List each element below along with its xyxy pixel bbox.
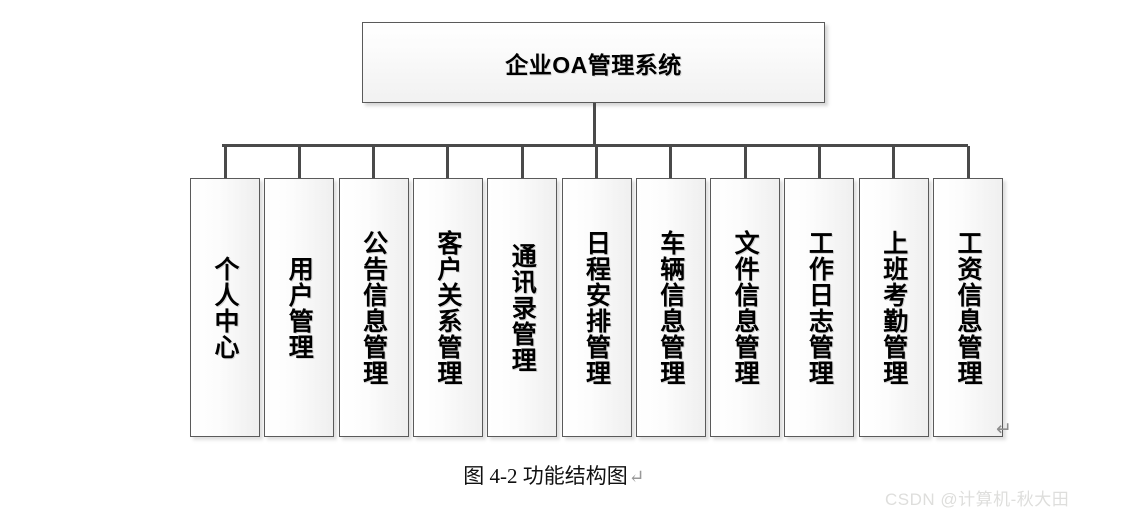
child-node-7[interactable]: 车辆信息管理 — [635, 178, 706, 437]
connector-drop-11 — [966, 146, 970, 179]
child-node-4[interactable]: 客户关系管理 — [412, 178, 483, 437]
child-node-label: 上班考勤管理 — [879, 229, 908, 386]
child-node-8[interactable]: 文件信息管理 — [710, 178, 781, 437]
connector-drop-7 — [669, 146, 673, 179]
child-node-label: 个人中心 — [211, 255, 239, 360]
paragraph-return-icon: ↵ — [628, 467, 645, 488]
connector-drop-6 — [595, 146, 598, 179]
figure-caption-text: 图 4-2 功能结构图 — [463, 464, 628, 488]
child-node-label: 通讯录管理 — [508, 242, 537, 373]
child-node-11[interactable]: 工资信息管理 — [933, 178, 1003, 437]
child-node-label: 用户管理 — [285, 255, 314, 360]
root-node-label: 企业OA管理系统 — [505, 51, 682, 78]
child-node-9[interactable]: 工作日志管理 — [784, 178, 855, 437]
csdn-watermark: CSDN @计算机-秋大田 — [885, 490, 1070, 509]
figure-caption: 图 4-2 功能结构图↵ — [0, 460, 1108, 490]
connector-drop-1 — [223, 146, 227, 179]
child-node-label: 公告信息管理 — [359, 229, 388, 386]
child-node-label: 工作日志管理 — [805, 229, 834, 386]
child-node-1[interactable]: 个人中心 — [190, 178, 260, 437]
child-node-6[interactable]: 日程安排管理 — [561, 178, 632, 437]
connector-drop-10 — [892, 146, 896, 179]
connector-root-stem — [593, 103, 596, 146]
child-node-label: 车辆信息管理 — [656, 229, 685, 386]
child-node-label: 工资信息管理 — [954, 229, 982, 386]
connector-drop-3 — [372, 146, 376, 179]
child-node-10[interactable]: 上班考勤管理 — [858, 178, 929, 437]
child-node-label: 日程安排管理 — [582, 229, 611, 386]
child-node-label: 客户关系管理 — [433, 229, 462, 386]
child-node-5[interactable]: 通讯录管理 — [487, 178, 558, 437]
connector-drop-5 — [520, 146, 524, 179]
child-node-2[interactable]: 用户管理 — [264, 178, 335, 437]
connector-drop-4 — [446, 146, 450, 179]
root-node[interactable]: 企业OA管理系统 — [362, 22, 825, 103]
connector-drop-9 — [817, 146, 821, 179]
connector-horizontal-bus — [222, 144, 968, 147]
child-node-3[interactable]: 公告信息管理 — [338, 178, 409, 437]
connector-drop-2 — [297, 146, 301, 179]
return-mark-icon: ↵ — [996, 419, 1012, 440]
connector-drop-8 — [743, 146, 747, 179]
child-node-label: 文件信息管理 — [731, 229, 760, 386]
